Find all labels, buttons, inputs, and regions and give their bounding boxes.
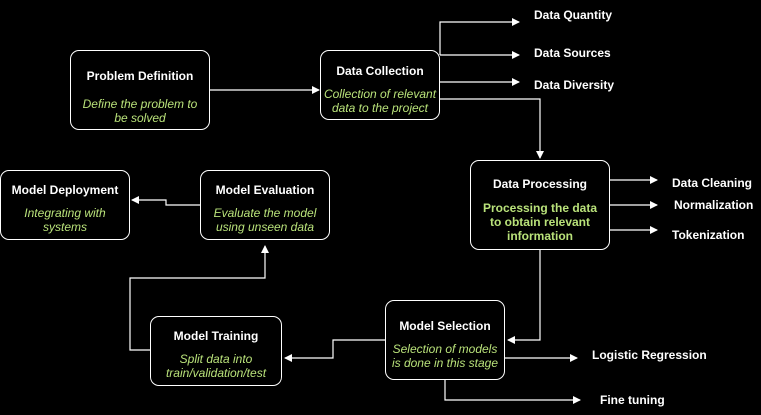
node-description: Integrating with systems — [24, 206, 106, 234]
arrow-processing-to-selection — [507, 250, 541, 344]
node-title: Model Training — [173, 329, 259, 343]
node-data-collection: Data Collection Collection of relevant d… — [320, 50, 440, 120]
arrow-collection-to-processing — [440, 98, 544, 159]
arrow-evaluation-to-deployment — [131, 196, 201, 206]
label-data-sources: Data Sources — [534, 46, 611, 60]
node-model-evaluation: Model Evaluation Evaluate the model usin… — [200, 170, 330, 240]
node-description: Selection of models is done in this stag… — [391, 342, 499, 370]
label-data-diversity: Data Diversity — [534, 78, 615, 92]
label-tokenization: Tokenization — [672, 228, 745, 242]
node-title: Data Processing — [492, 177, 588, 191]
label-data-cleaning: Data Cleaning — [672, 176, 753, 190]
node-title: Data Collection — [336, 64, 424, 78]
node-model-training: Model Training Split data into train/val… — [150, 316, 282, 386]
node-title: Problem Definition — [86, 69, 194, 83]
node-title: Model Evaluation — [215, 183, 315, 197]
node-title: Model Deployment — [11, 183, 119, 197]
node-title: Model Selection — [399, 319, 491, 333]
label-normalization: Normalization — [674, 198, 754, 212]
label-logistic-regression: Logistic Regression — [592, 348, 707, 362]
arrow-selection-to-training — [284, 339, 386, 362]
label-fine-tuning: Fine tuning — [600, 393, 665, 407]
label-data-quantity: Data Quantity — [534, 8, 613, 22]
node-model-deployment: Model Deployment Integrating with system… — [0, 170, 130, 240]
node-problem-definition: Problem Definition Define the problem to… — [70, 50, 210, 130]
arrow-collection-to-quantity — [439, 18, 520, 55]
node-description: Split data into train/validation/test — [165, 352, 267, 380]
arrow-selection-to-finetuning — [444, 372, 581, 404]
node-model-selection: Model Selection Selection of models is d… — [385, 300, 505, 380]
node-description: Define the problem to be solved — [82, 97, 198, 125]
node-data-processing: Data Processing Processing the data to o… — [470, 160, 610, 250]
node-description: Evaluate the model using unseen data — [213, 206, 317, 234]
node-description: Processing the data to obtain relevant i… — [482, 201, 598, 243]
arrow-training-to-evaluation — [129, 245, 269, 351]
node-description: Collection of relevant data to the proje… — [323, 87, 437, 115]
